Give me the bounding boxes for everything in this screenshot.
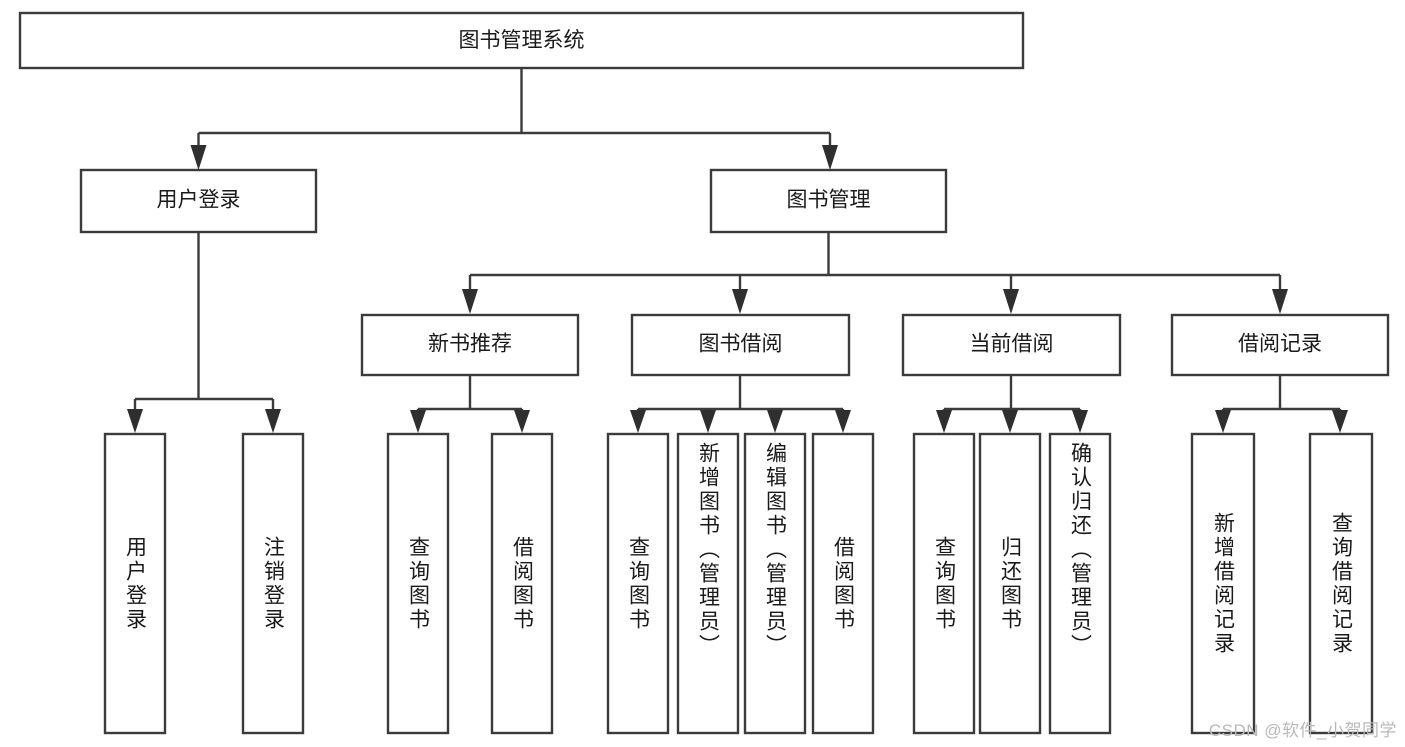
connector-group-root — [190, 68, 838, 170]
arrowhead-leaf-edit-book — [767, 410, 783, 433]
arrowhead-leaf-query-book-3 — [936, 410, 952, 433]
node-leaf-query-book-1-box[interactable] — [386, 432, 450, 735]
arrowhead-leaf-add-book — [700, 410, 716, 433]
node-user-login-box — [79, 168, 318, 234]
node-new-book-recommend-box — [360, 313, 580, 377]
node-leaf-query-book-2-box[interactable] — [606, 432, 670, 735]
node-leaf-query-borrow-record-box[interactable] — [1308, 432, 1374, 735]
node-book-borrow[interactable]: 图书借阅 — [630, 313, 851, 377]
node-book-management[interactable]: 图书管理 — [709, 168, 948, 234]
node-borrow-record-box — [1170, 313, 1390, 377]
arrowhead-leaf-borrow-book-2 — [835, 410, 851, 433]
arrowhead-book-management — [822, 145, 838, 170]
arrowhead-leaf-user-login — [127, 409, 143, 433]
node-leaf-borrow-book-2-box[interactable] — [811, 432, 875, 735]
arrowhead-leaf-confirm-return — [1072, 410, 1088, 433]
node-root-label: 图书管理系统 — [459, 29, 585, 52]
csdn-watermark: CSDN @软件_小贺同学 — [1208, 721, 1397, 740]
node-book-borrow-box — [630, 313, 851, 377]
arrowhead-user-login — [190, 145, 207, 170]
node-new-book-recommend[interactable]: 新书推荐 — [360, 313, 580, 377]
node-user-login-label: 用户登录 — [157, 189, 241, 212]
arrowhead-leaf-query-book-1 — [410, 410, 426, 433]
arrowhead-new-book-recommend — [462, 289, 478, 314]
node-book-borrow-label: 图书借阅 — [699, 333, 783, 356]
node-current-borrow[interactable]: 当前借阅 — [901, 313, 1122, 377]
connector-group-book-borrow — [630, 375, 851, 433]
node-leaf-confirm-return-box[interactable] — [1048, 432, 1112, 735]
node-user-login[interactable]: 用户登录 — [79, 168, 318, 234]
arrowhead-leaf-logout-login — [265, 409, 281, 433]
connector-group-user-login — [127, 232, 281, 433]
connector-group-book-management — [462, 232, 1288, 314]
arrowhead-leaf-borrow-book-1 — [514, 410, 530, 433]
node-leaf-add-borrow-record-box[interactable] — [1190, 432, 1256, 735]
node-book-management-box — [709, 168, 948, 234]
arrowhead-leaf-return-book — [1002, 410, 1018, 433]
node-root[interactable]: 图书管理系统 — [18, 11, 1025, 70]
node-root-box — [18, 11, 1025, 70]
connector-group-current-borrow — [936, 375, 1088, 433]
node-leaf-edit-book-box[interactable] — [743, 432, 807, 735]
arrowhead-leaf-add-borrow-record — [1215, 410, 1231, 433]
node-leaf-add-book-box[interactable] — [676, 432, 740, 735]
arrowhead-leaf-query-borrow-record — [1332, 410, 1348, 433]
arrowhead-leaf-query-book-2 — [630, 410, 646, 433]
node-current-borrow-label: 当前借阅 — [970, 333, 1054, 356]
connector-group-new-book-recommend — [410, 375, 530, 433]
node-leaf-borrow-book-1-box[interactable] — [490, 432, 554, 735]
arrowhead-book-borrow — [732, 289, 748, 314]
node-leaf-logout-login-box[interactable] — [241, 432, 305, 735]
connector-group-borrow-record — [1215, 375, 1348, 433]
node-current-borrow-box — [901, 313, 1122, 377]
node-new-book-recommend-label: 新书推荐 — [428, 333, 512, 356]
arrowhead-borrow-record — [1272, 289, 1288, 314]
node-borrow-record-label: 借阅记录 — [1238, 333, 1322, 356]
node-leaf-query-book-3-box[interactable] — [912, 432, 976, 735]
node-borrow-record[interactable]: 借阅记录 — [1170, 313, 1390, 377]
node-leaf-user-login-box[interactable] — [103, 432, 167, 735]
node-leaf-return-book-box[interactable] — [978, 432, 1042, 735]
node-book-management-label: 图书管理 — [787, 189, 871, 212]
arrowhead-current-borrow — [1003, 289, 1019, 314]
